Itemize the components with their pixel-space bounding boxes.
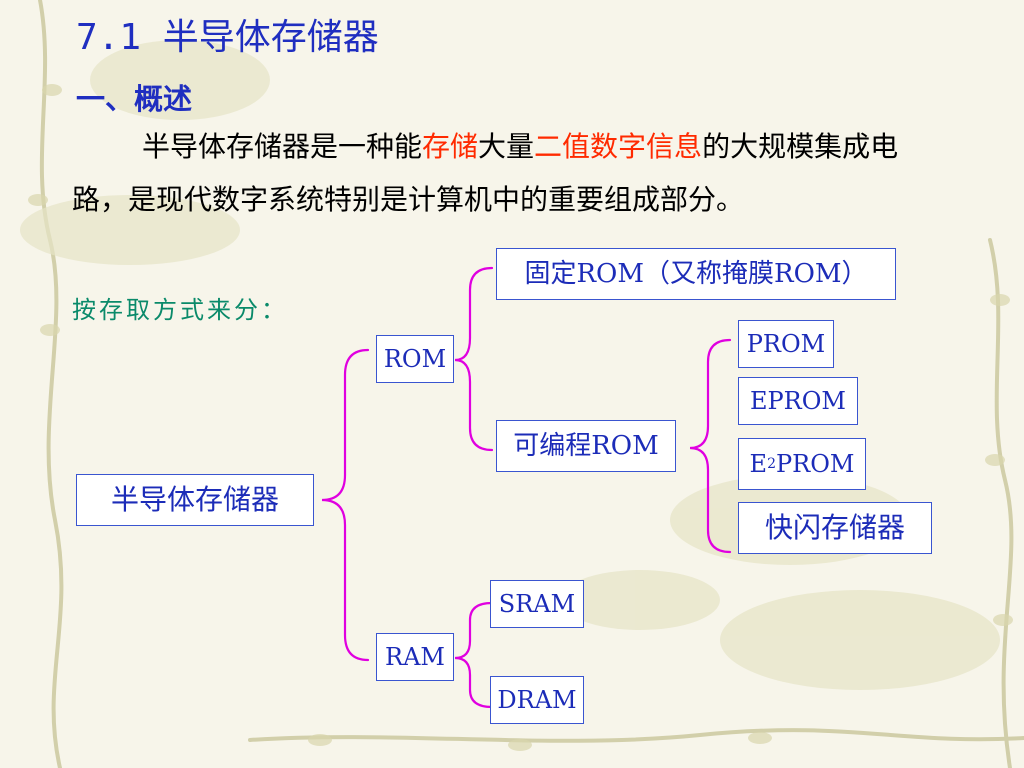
node-eprom: EPROM <box>738 377 858 425</box>
intro-emphasis-binary-info: 二值数字信息 <box>534 130 703 163</box>
brace-root <box>321 348 370 662</box>
e2prom-prefix: E <box>749 450 768 478</box>
intro-emphasis-storage: 存储 <box>422 130 479 163</box>
page-title: 7.1 半导体存储器 <box>76 17 379 58</box>
intro-paragraph: 半导体存储器是一种能存储大量二值数字信息的大规模集成电路，是现代数字系统特别是计… <box>72 120 942 226</box>
node-rom: ROM <box>376 335 454 383</box>
e2prom-suffix: PROM <box>775 450 855 478</box>
classification-label: 按存取方式来分： <box>72 296 288 324</box>
intro-text-1: 半导体存储器是一种能 <box>142 130 423 163</box>
e2prom-superscript: 2 <box>767 456 776 472</box>
node-prom: PROM <box>738 320 834 368</box>
brace-ram <box>454 601 494 709</box>
node-ram: RAM <box>376 633 454 681</box>
node-programmable-rom: 可编程ROM <box>496 420 676 472</box>
node-dram: DRAM <box>490 676 584 724</box>
brace-rom <box>454 266 494 452</box>
node-fixed-rom: 固定ROM（又称掩膜ROM） <box>496 248 896 300</box>
root-node-semiconductor-memory: 半导体存储器 <box>76 474 314 526</box>
intro-text-3: 的大规模集成电路，是现代数字系统特别是计算机中的重要组成部分。 <box>72 130 899 216</box>
node-flash-memory: 快闪存储器 <box>738 502 932 554</box>
intro-text-2: 大量 <box>478 130 535 163</box>
brace-programmable <box>689 338 732 554</box>
node-sram: SRAM <box>490 580 584 628</box>
section-heading: 一、概述 <box>76 82 193 116</box>
